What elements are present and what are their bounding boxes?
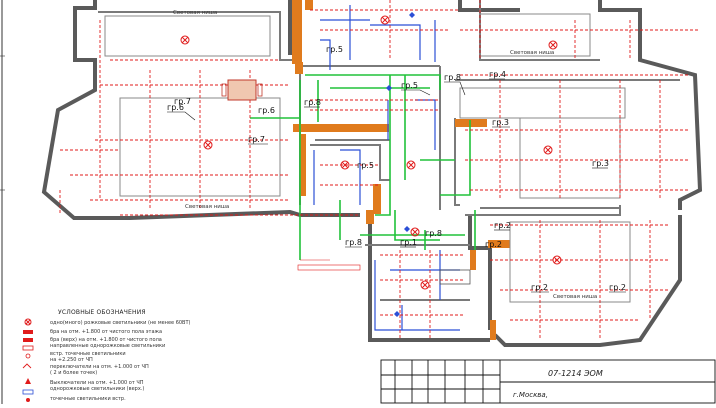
group-label-gr2b: гр.2: [485, 240, 502, 249]
group-label-gr2c: гр.2: [531, 283, 548, 292]
furniture-table: [221, 79, 263, 101]
legend-item: бра на отм. +1.800 от чистого пола этажа: [50, 329, 163, 335]
group-label-gr6b: гр.6: [258, 106, 275, 115]
group-label-gr8d: гр.8: [425, 229, 442, 238]
legend-item: однорожковые светильники (верх.): [50, 386, 145, 392]
legend-symbols: [22, 318, 34, 402]
group-label-gr5c: гр.5: [357, 161, 374, 170]
leader-lines: [167, 78, 626, 293]
niche-labels: Световая ниша Световая ниша Световая ниш…: [173, 10, 597, 300]
group-label-gr4: гр.4: [489, 70, 506, 79]
drawing-code: 07-1214 ЭОМ: [548, 369, 603, 378]
fixtures: [180, 15, 562, 290]
group-label-gr7a: гр.7: [174, 97, 191, 106]
legend-item: на +2.250 от ЧП: [50, 357, 93, 363]
group-label-gr7b: гр.7: [248, 135, 265, 144]
group-label-gr5a: гр.5: [326, 45, 343, 54]
legend-item: направленные однорожковые светильники: [50, 343, 166, 349]
outer-walls: [41, 0, 703, 347]
inner-walls: [98, 0, 680, 301]
blue-wiring: [313, 5, 460, 331]
group-label-gr8c: гр.8: [345, 238, 362, 247]
legend-item: Выключатели на отм. +1.000 от ЧП: [50, 380, 144, 386]
group-label-gr3b: гр.3: [592, 159, 609, 168]
legend-title: УСЛОВНЫЕ ОБОЗНАЧЕНИЯ: [58, 309, 146, 316]
legend-item: ( 2 и более точек): [50, 370, 98, 376]
legend-item: бра (верх) на отм. +1.800 от чистого пол…: [50, 337, 162, 343]
title-block: [380, 359, 716, 404]
stamp-city: г.Москва,: [513, 391, 548, 399]
light-niches: [104, 13, 631, 303]
legend-item: точечные светильники встр.: [50, 396, 126, 402]
group-label-gr2a: гр.2: [494, 221, 511, 230]
legend-item: встр. точечные светильники: [50, 351, 126, 357]
columns: [292, 0, 510, 340]
socket-markers: [386, 12, 415, 317]
niche-label-3: Световая ниша: [553, 294, 597, 300]
legend-item: переключатели на отм. +1.000 от ЧП: [50, 364, 149, 370]
red-wiring: [59, 0, 700, 340]
group-label-gr2d: гр.2: [609, 283, 626, 292]
group-label-gr8b: гр.8: [444, 73, 461, 82]
group-label-gr8a: гр.8: [304, 98, 321, 107]
legend-item: одно(много) рожковые светильники (не мен…: [50, 320, 191, 326]
group-label-gr3a: гр.3: [492, 118, 509, 127]
red-notes: [297, 259, 471, 285]
green-wiring: [250, 74, 476, 260]
group-labels: гр.6 гр.7 гр.7 гр.6 гр.8 гр.5 гр.5 гр.8 …: [167, 45, 626, 292]
niche-label-2: Световая ниша: [510, 50, 554, 56]
niche-label-4: Световая ниша: [185, 204, 229, 210]
group-label-gr1: гр.1: [400, 238, 417, 247]
group-label-gr6: гр.6: [167, 103, 184, 112]
group-label-gr5b: гр.5: [401, 81, 418, 90]
niche-label-1: Световая ниша: [173, 10, 217, 16]
